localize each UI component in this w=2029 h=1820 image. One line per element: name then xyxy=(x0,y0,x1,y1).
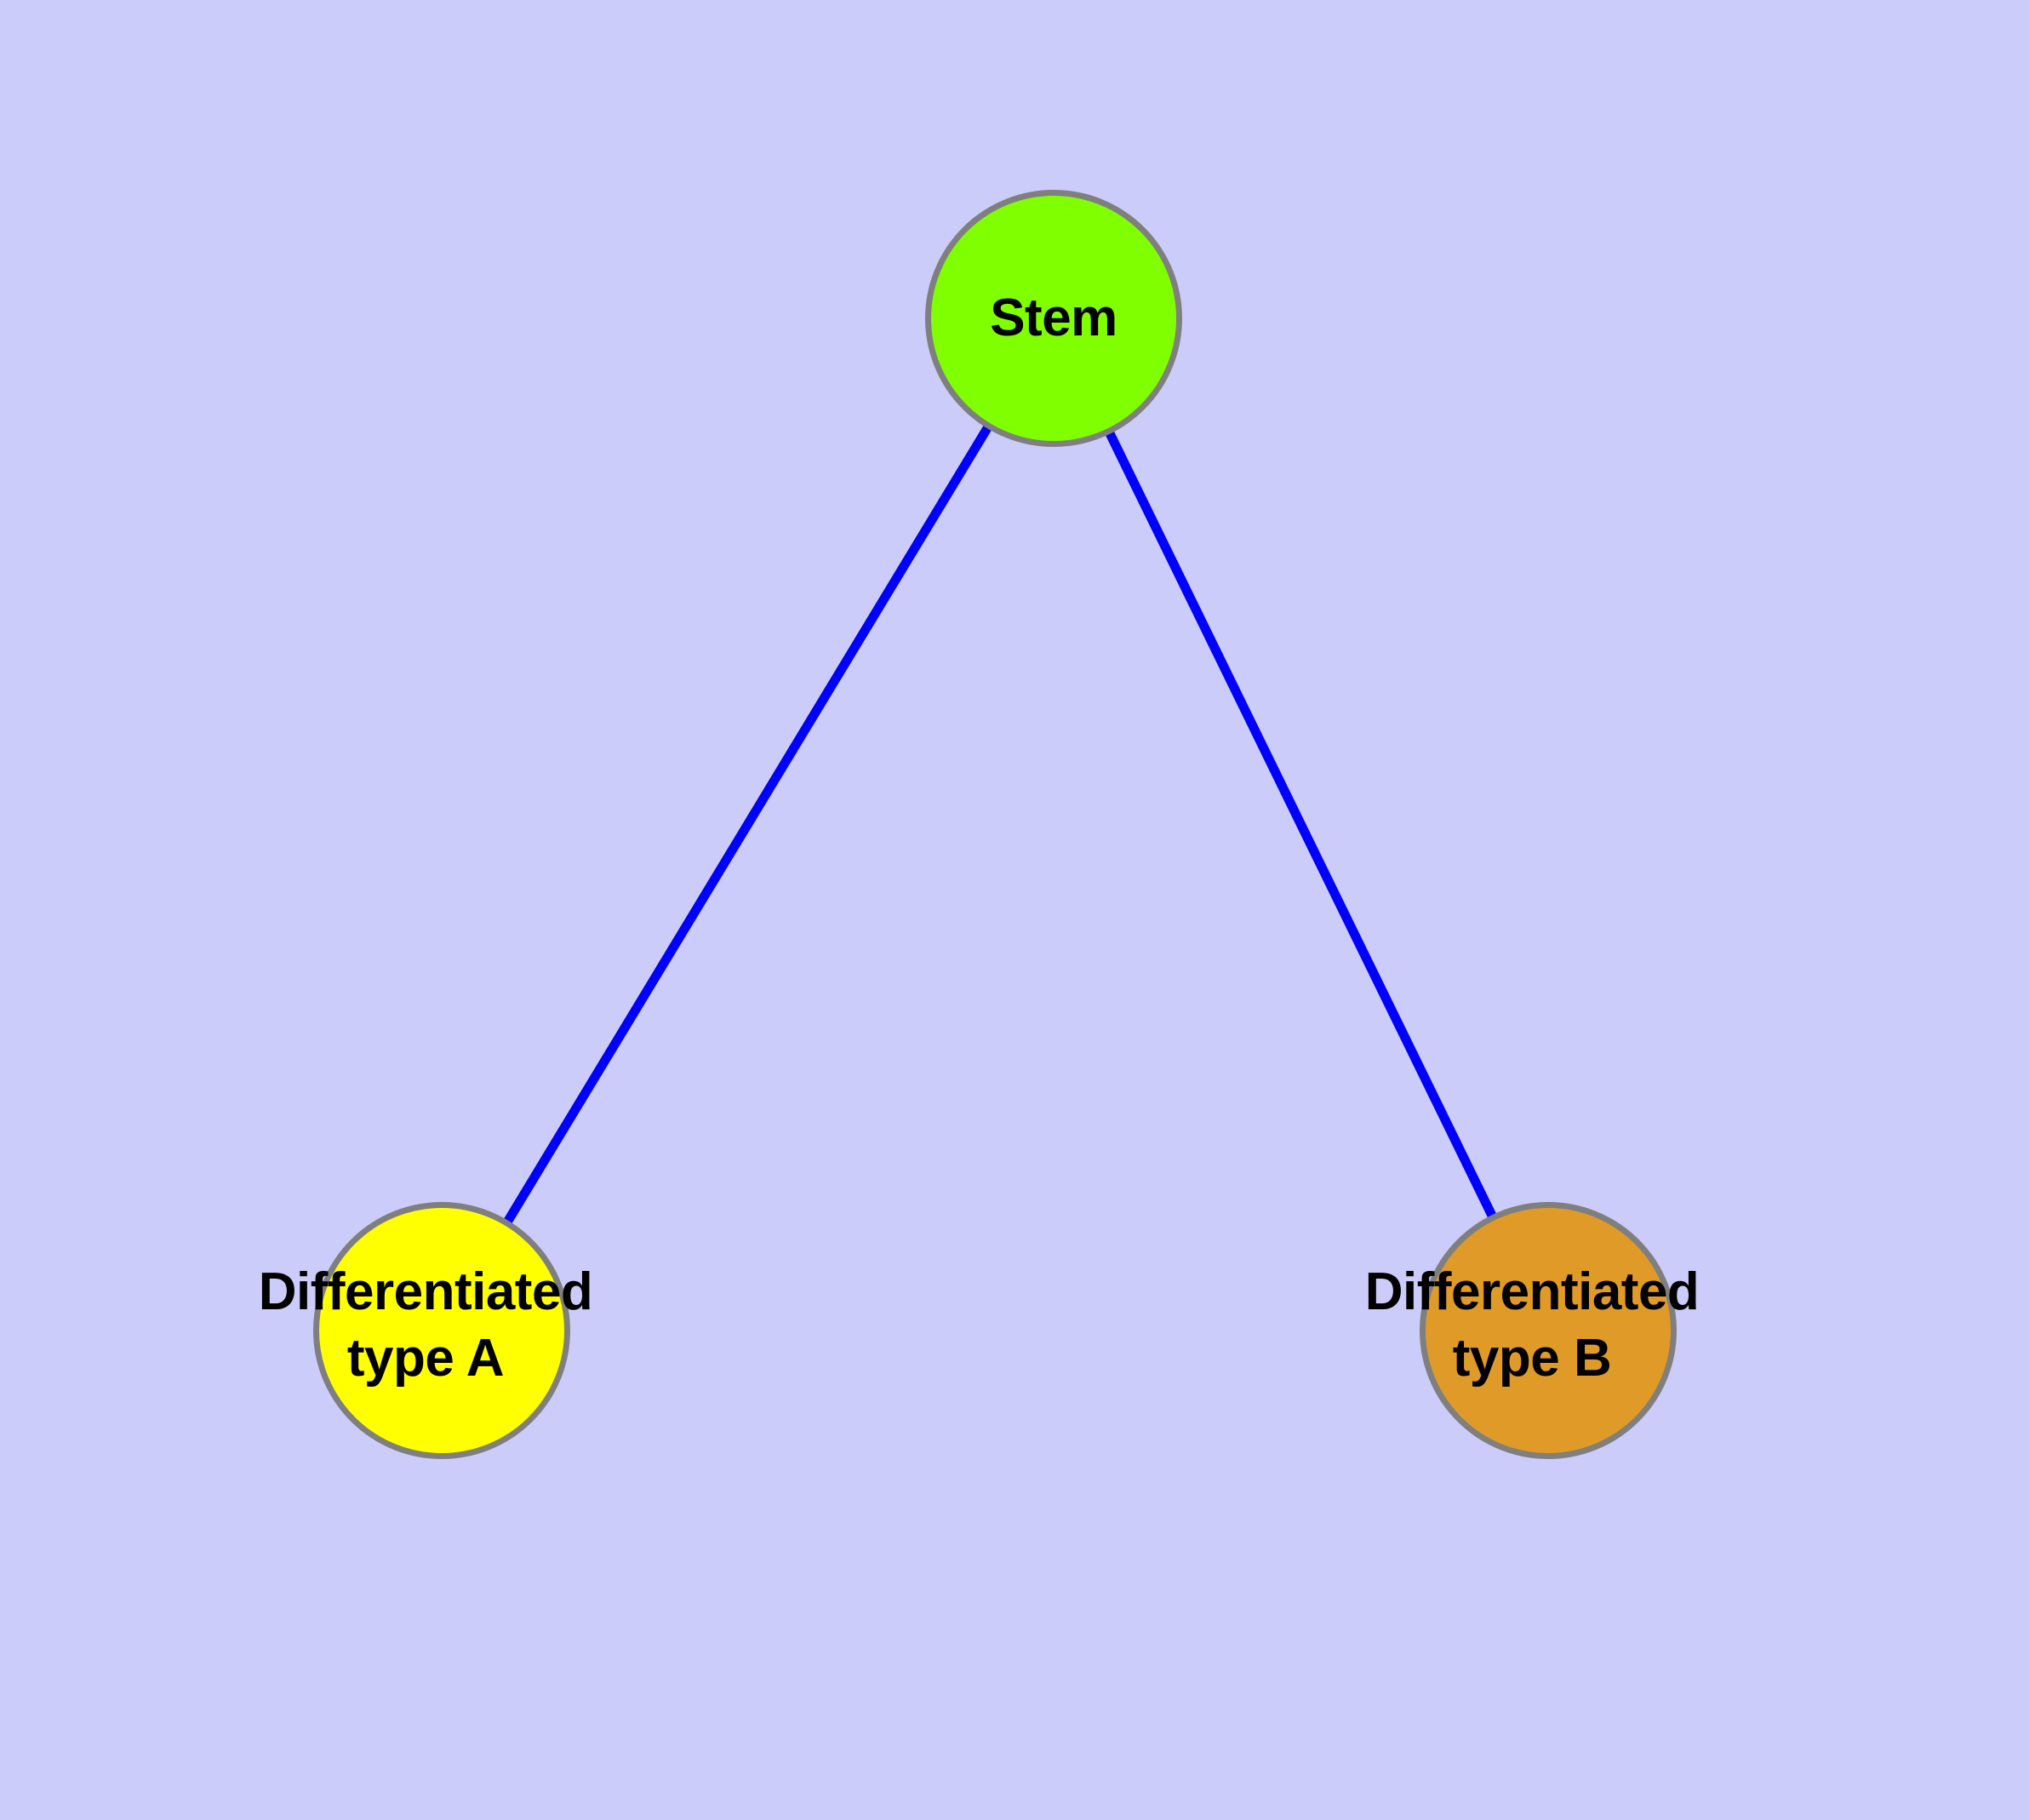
node-differentiated-type-b[interactable] xyxy=(1420,1202,1677,1459)
node-differentiated-type-a[interactable] xyxy=(313,1202,570,1459)
edge-stem-to-diff-b[interactable] xyxy=(1104,428,1498,1221)
edge-stem-to-diff-a[interactable] xyxy=(502,422,993,1227)
node-stem[interactable] xyxy=(925,190,1182,447)
